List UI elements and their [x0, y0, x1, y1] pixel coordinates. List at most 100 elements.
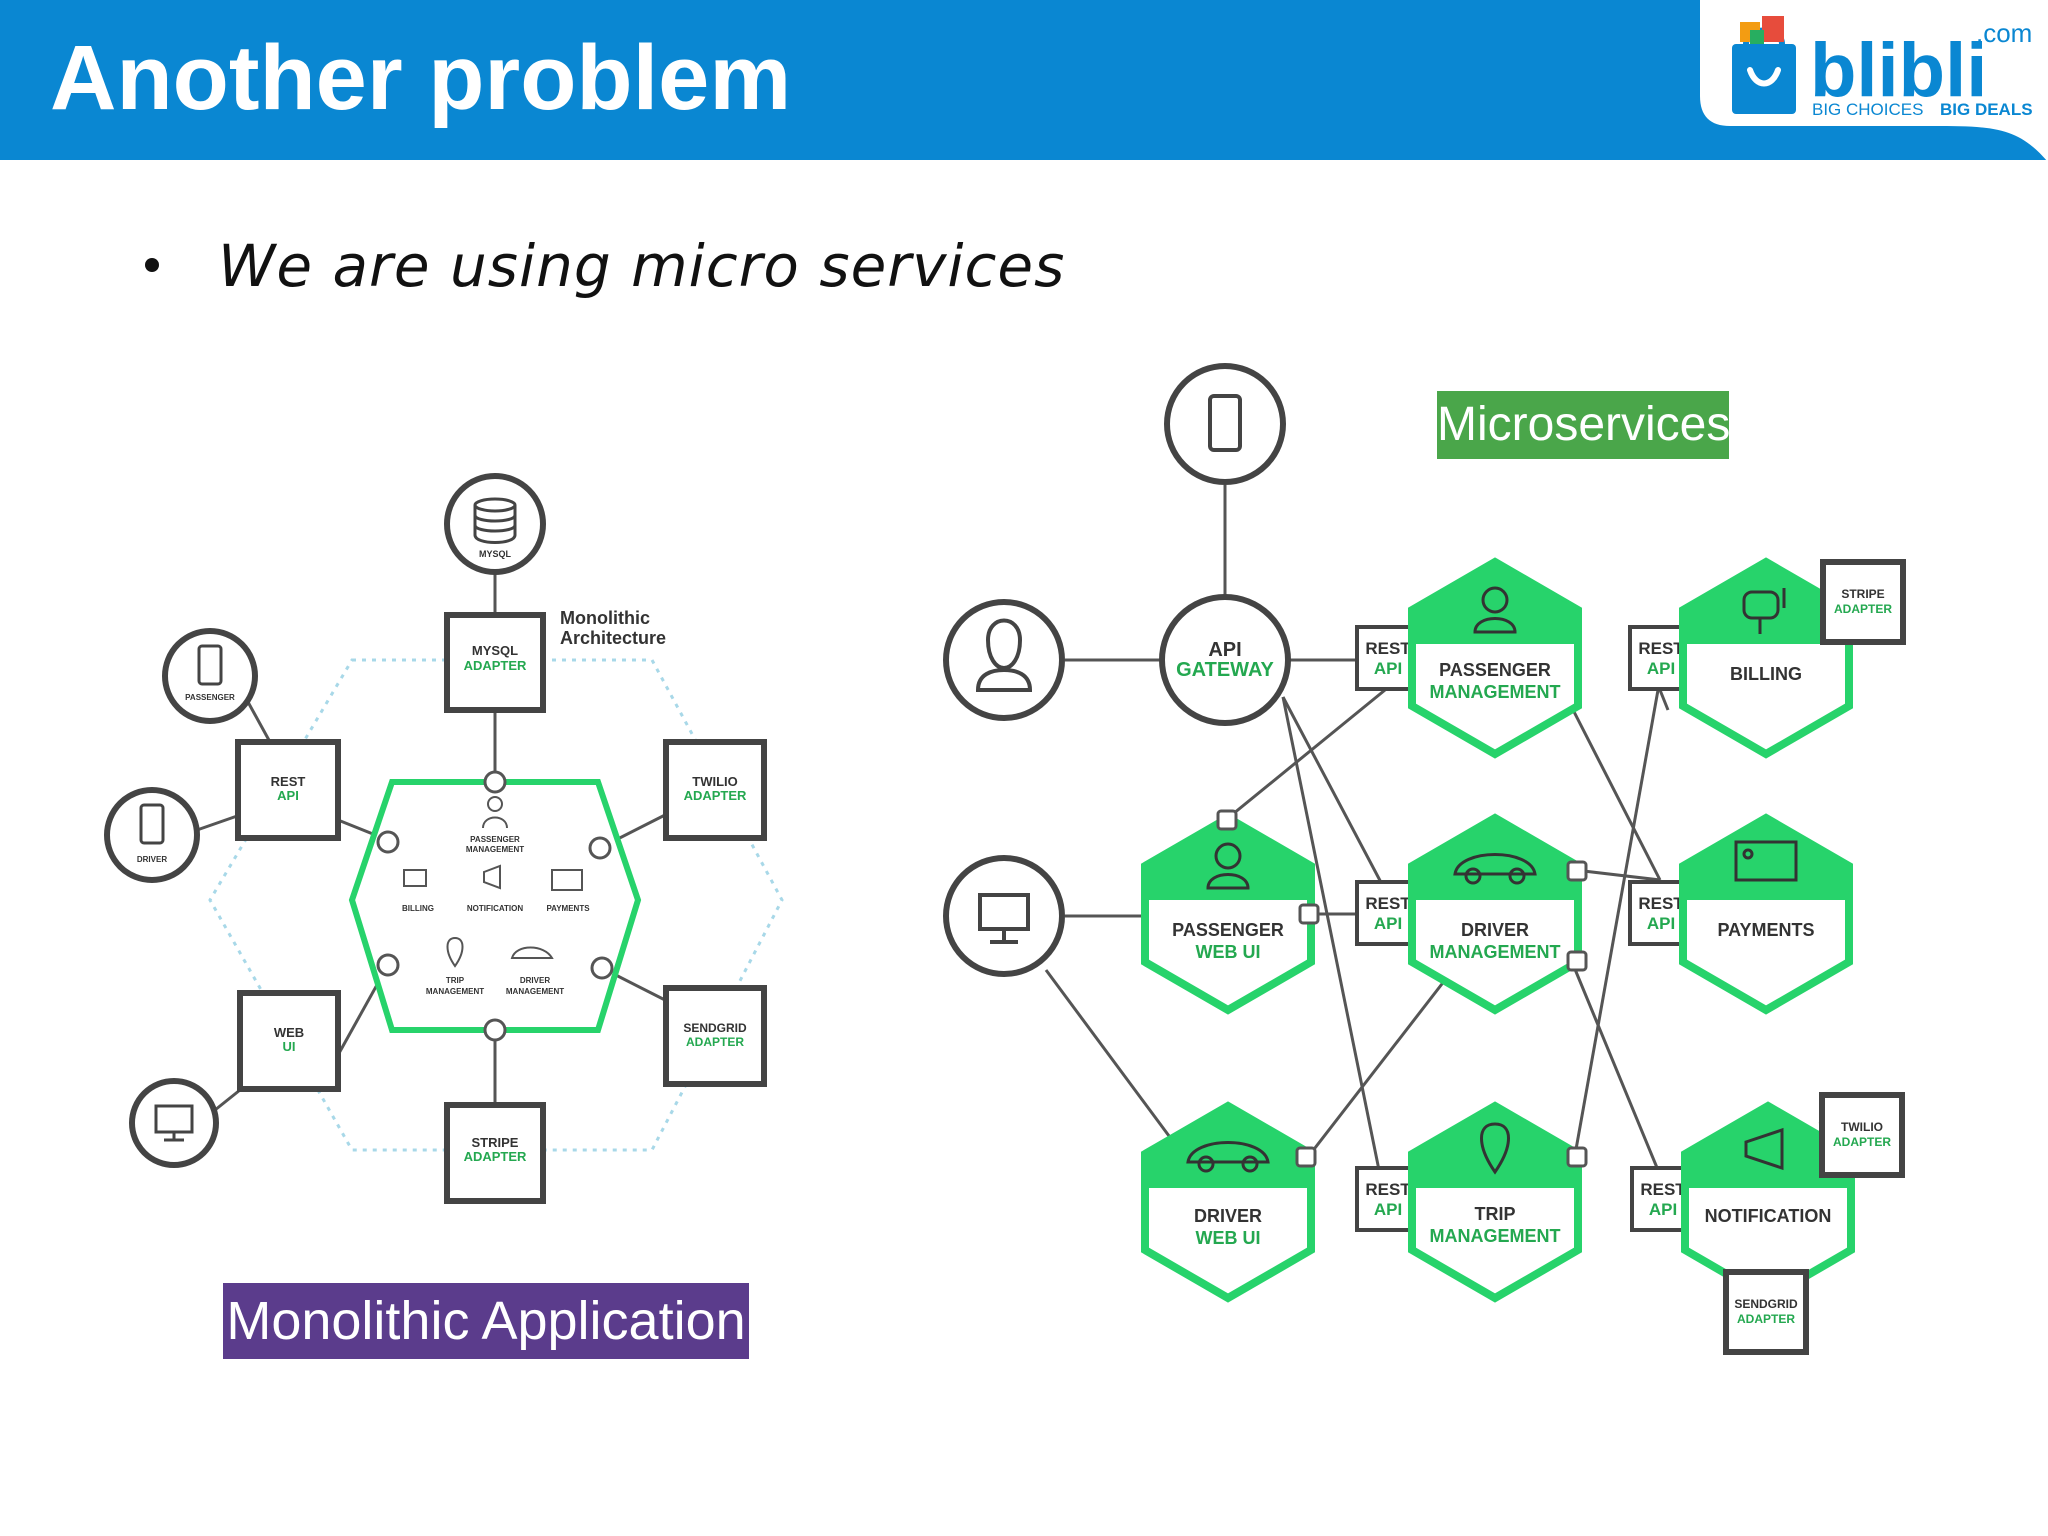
mono-web-ui-box [237, 990, 341, 1092]
mono-web-line1: WEB [274, 1025, 304, 1040]
inner-notification: NOTIFICATION [467, 904, 524, 913]
car-icon [1453, 853, 1537, 885]
map-pin-icon [1480, 1122, 1510, 1175]
card-icon [1734, 840, 1798, 882]
twilio-line2: ADAPTER [1833, 1135, 1891, 1149]
microservices-diagram: API GATEWAY REST API REST API REST API R… [943, 363, 1906, 1355]
map-pin-icon [446, 936, 464, 968]
inner-trip-line2: MANAGEMENT [426, 987, 484, 996]
rest-line1: REST [1640, 1180, 1686, 1199]
api-gateway-line2: GATEWAY [1176, 659, 1274, 681]
inner-trip-line1: TRIP [446, 976, 465, 985]
inner-payments: PAYMENTS [546, 904, 590, 913]
payments-label: PAYMENTS [1717, 920, 1814, 940]
driver-management-service: DRIVER MANAGEMENT [1412, 818, 1578, 1010]
twilio-line1: TWILIO [1841, 1120, 1883, 1134]
sendgrid-adapter-box: SENDGRID ADAPTER [1723, 1269, 1809, 1355]
sendgrid-line2: ADAPTER [1737, 1312, 1795, 1326]
logo-brand: blibli [1810, 28, 1987, 113]
mysql-adapter-line1: MYSQL [472, 643, 518, 658]
monolith-caption-line1: Monolithic [560, 608, 650, 628]
rest-line2: API [1374, 914, 1402, 933]
inner-pm-line1: PASSENGER [470, 835, 520, 844]
mono-web-line2: UI [283, 1039, 296, 1054]
mono-sendgrid-adapter-box [663, 985, 767, 1087]
driver-phone-circle [104, 787, 200, 883]
passenger-web-ui-service: PASSENGER WEB UI [1145, 818, 1311, 1010]
mono-sendgrid-line1: SENDGRID [683, 1021, 747, 1035]
logo-tagline-a: BIG CHOICES [1812, 100, 1923, 119]
trip-line1: TRIP [1474, 1204, 1515, 1224]
rest-line2: API [1647, 659, 1675, 678]
mono-stripe-line2: ADAPTER [464, 1149, 527, 1164]
inner-dm-line1: DRIVER [520, 976, 550, 985]
mailbox-icon [1742, 588, 1786, 634]
bullet-text: We are using micro services [218, 232, 1066, 300]
rest-line2: API [1649, 1200, 1677, 1219]
phone-icon [1208, 394, 1242, 452]
mono-sendgrid-line2: ADAPTER [686, 1035, 744, 1049]
person-icon [1206, 842, 1250, 890]
driver-web-ui-service: DRIVER WEB UI [1145, 1106, 1311, 1298]
slide-title: Another problem [50, 27, 792, 129]
inner-billing: BILLING [402, 904, 434, 913]
card-icon [551, 869, 583, 891]
mono-twilio-line2: ADAPTER [684, 788, 747, 803]
stripe-line2: ADAPTER [1834, 602, 1892, 616]
rest-line2: API [1374, 659, 1402, 678]
megaphone-icon [483, 864, 501, 890]
rest-line1: REST [1638, 639, 1684, 658]
trip-management-service: TRIP MANAGEMENT [1412, 1106, 1578, 1298]
passenger-phone-circle [162, 628, 258, 724]
rest-line1: REST [1365, 639, 1411, 658]
outer-boundary [208, 658, 784, 1152]
pwu-line2: WEB UI [1196, 942, 1261, 962]
monolithic-application-label: Monolithic Application [223, 1283, 749, 1359]
bullet-dot [145, 258, 159, 272]
mono-stripe-line1: STRIPE [472, 1135, 519, 1150]
mysql-adapter-box [444, 612, 546, 713]
mailbox-icon [403, 869, 427, 887]
user-client-circle [943, 599, 1065, 721]
rest-line1: REST [1365, 1180, 1411, 1199]
person-icon-body [482, 816, 508, 829]
logo-suffix: .com [1976, 18, 2032, 48]
stripe-adapter-box: STRIPE ADAPTER [1820, 559, 1906, 645]
api-gateway-line1: API [1208, 639, 1241, 661]
mysql-adapter-line2: ADAPTER [464, 658, 527, 673]
phone-icon [197, 644, 223, 686]
logo: blibli .com BIG CHOICES BIG DEALS [1700, 0, 2048, 162]
monolith-caption-line2: Architecture [560, 628, 666, 648]
passenger-management-service: PASSENGER MANAGEMENT [1412, 562, 1578, 754]
monitor-icon [978, 893, 1030, 944]
mono-twilio-line1: TWILIO [692, 774, 738, 789]
mono-rest-line1: REST [271, 774, 306, 789]
twilio-adapter-box: TWILIO ADAPTER [1819, 1092, 1905, 1178]
monolith-diagram: MYSQL MYSQL ADAPTER Monolithic Architect… [104, 473, 784, 1204]
phone-icon [139, 803, 165, 845]
shopping-bag-icon [1732, 16, 1796, 114]
pm-line2: MANAGEMENT [1430, 682, 1561, 702]
rest-line2: API [1374, 1200, 1402, 1219]
trip-line2: MANAGEMENT [1430, 1226, 1561, 1246]
dwu-line1: DRIVER [1194, 1206, 1262, 1226]
stripe-line1: STRIPE [1841, 587, 1884, 601]
payments-service: PAYMENTS [1683, 818, 1849, 1010]
inner-dm-line2: MANAGEMENT [506, 987, 564, 996]
user-icon [975, 618, 1033, 692]
dm-line2: MANAGEMENT [1430, 942, 1561, 962]
mono-twilio-adapter-box [663, 739, 767, 841]
dm-line1: DRIVER [1461, 920, 1529, 940]
pwu-line1: PASSENGER [1172, 920, 1284, 940]
pm-line1: PASSENGER [1439, 660, 1551, 680]
sendgrid-line1: SENDGRID [1734, 1297, 1798, 1311]
person-icon [487, 796, 503, 812]
car-icon [510, 946, 554, 959]
passenger-label: PASSENGER [185, 693, 235, 702]
mobile-client-circle [1164, 363, 1286, 485]
database-icon [473, 497, 517, 544]
dwu-line2: WEB UI [1196, 1228, 1261, 1248]
person-icon [1473, 586, 1517, 634]
rest-line2: API [1647, 914, 1675, 933]
